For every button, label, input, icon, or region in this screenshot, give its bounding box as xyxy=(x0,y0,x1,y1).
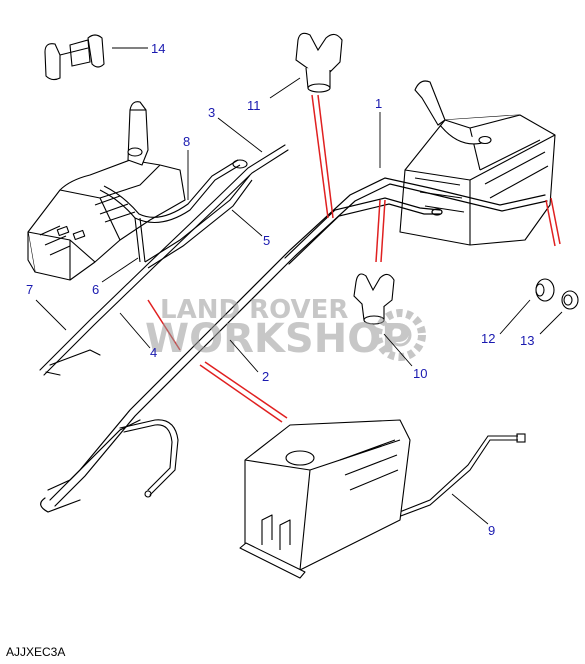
callout-2: 2 xyxy=(262,369,269,384)
callout-14: 14 xyxy=(151,41,165,56)
callout-11: 11 xyxy=(247,98,261,113)
left-fuel-tank xyxy=(27,101,186,281)
leader-7 xyxy=(35,299,67,331)
callouts: 1 2 3 4 5 6 7 8 9 10 11 12 13 14 xyxy=(26,41,534,538)
leader-2 xyxy=(229,339,259,373)
callout-5: 5 xyxy=(263,233,270,248)
indicator-line xyxy=(545,199,556,247)
clip-11 xyxy=(295,32,343,93)
feed-line-8 xyxy=(99,159,253,269)
leader-9 xyxy=(451,493,489,525)
callout-6: 6 xyxy=(92,282,99,297)
watermark-line2: WORKSHOP xyxy=(145,316,411,362)
leader-13 xyxy=(539,311,563,335)
clip-14 xyxy=(44,34,105,81)
leader-11 xyxy=(269,77,301,99)
indicator-line xyxy=(550,197,561,245)
callout-4: 4 xyxy=(150,345,157,360)
leader-12 xyxy=(499,299,531,335)
right-fuel-tank xyxy=(399,80,556,246)
indicator-line xyxy=(147,299,181,351)
indicator-line xyxy=(375,199,381,263)
fuel-line-main xyxy=(40,177,548,513)
leader-6 xyxy=(101,257,139,283)
watermark-logo: LAND ROVER WORKSHOP xyxy=(145,295,426,362)
callout-1: 1 xyxy=(375,96,382,111)
leader-3 xyxy=(217,117,263,153)
figure-reference-code: AJJXEC3A xyxy=(6,645,66,659)
callout-8: 8 xyxy=(183,134,190,149)
callout-9: 9 xyxy=(488,523,495,538)
clip-10 xyxy=(353,273,395,325)
callout-7: 7 xyxy=(26,282,33,297)
leader-10 xyxy=(383,333,413,367)
leader-5 xyxy=(231,209,263,237)
fuel-line-branch xyxy=(39,144,289,498)
indicator-line xyxy=(317,94,334,219)
grommet-12 xyxy=(535,278,555,302)
leader-lines xyxy=(35,47,563,525)
watermark-line1: LAND ROVER xyxy=(160,295,348,325)
callout-10: 10 xyxy=(413,366,427,381)
callout-3: 3 xyxy=(208,105,215,120)
indicator-line xyxy=(204,361,288,419)
indicator-line xyxy=(380,199,386,263)
grommet-13 xyxy=(561,290,579,310)
indicator-line xyxy=(311,94,329,219)
callout-13: 13 xyxy=(520,333,534,348)
indicator-line xyxy=(199,364,283,423)
leader-4 xyxy=(119,312,151,349)
lower-fuel-tank xyxy=(239,419,411,579)
indicator-lines xyxy=(147,94,561,423)
callout-12: 12 xyxy=(481,331,495,346)
